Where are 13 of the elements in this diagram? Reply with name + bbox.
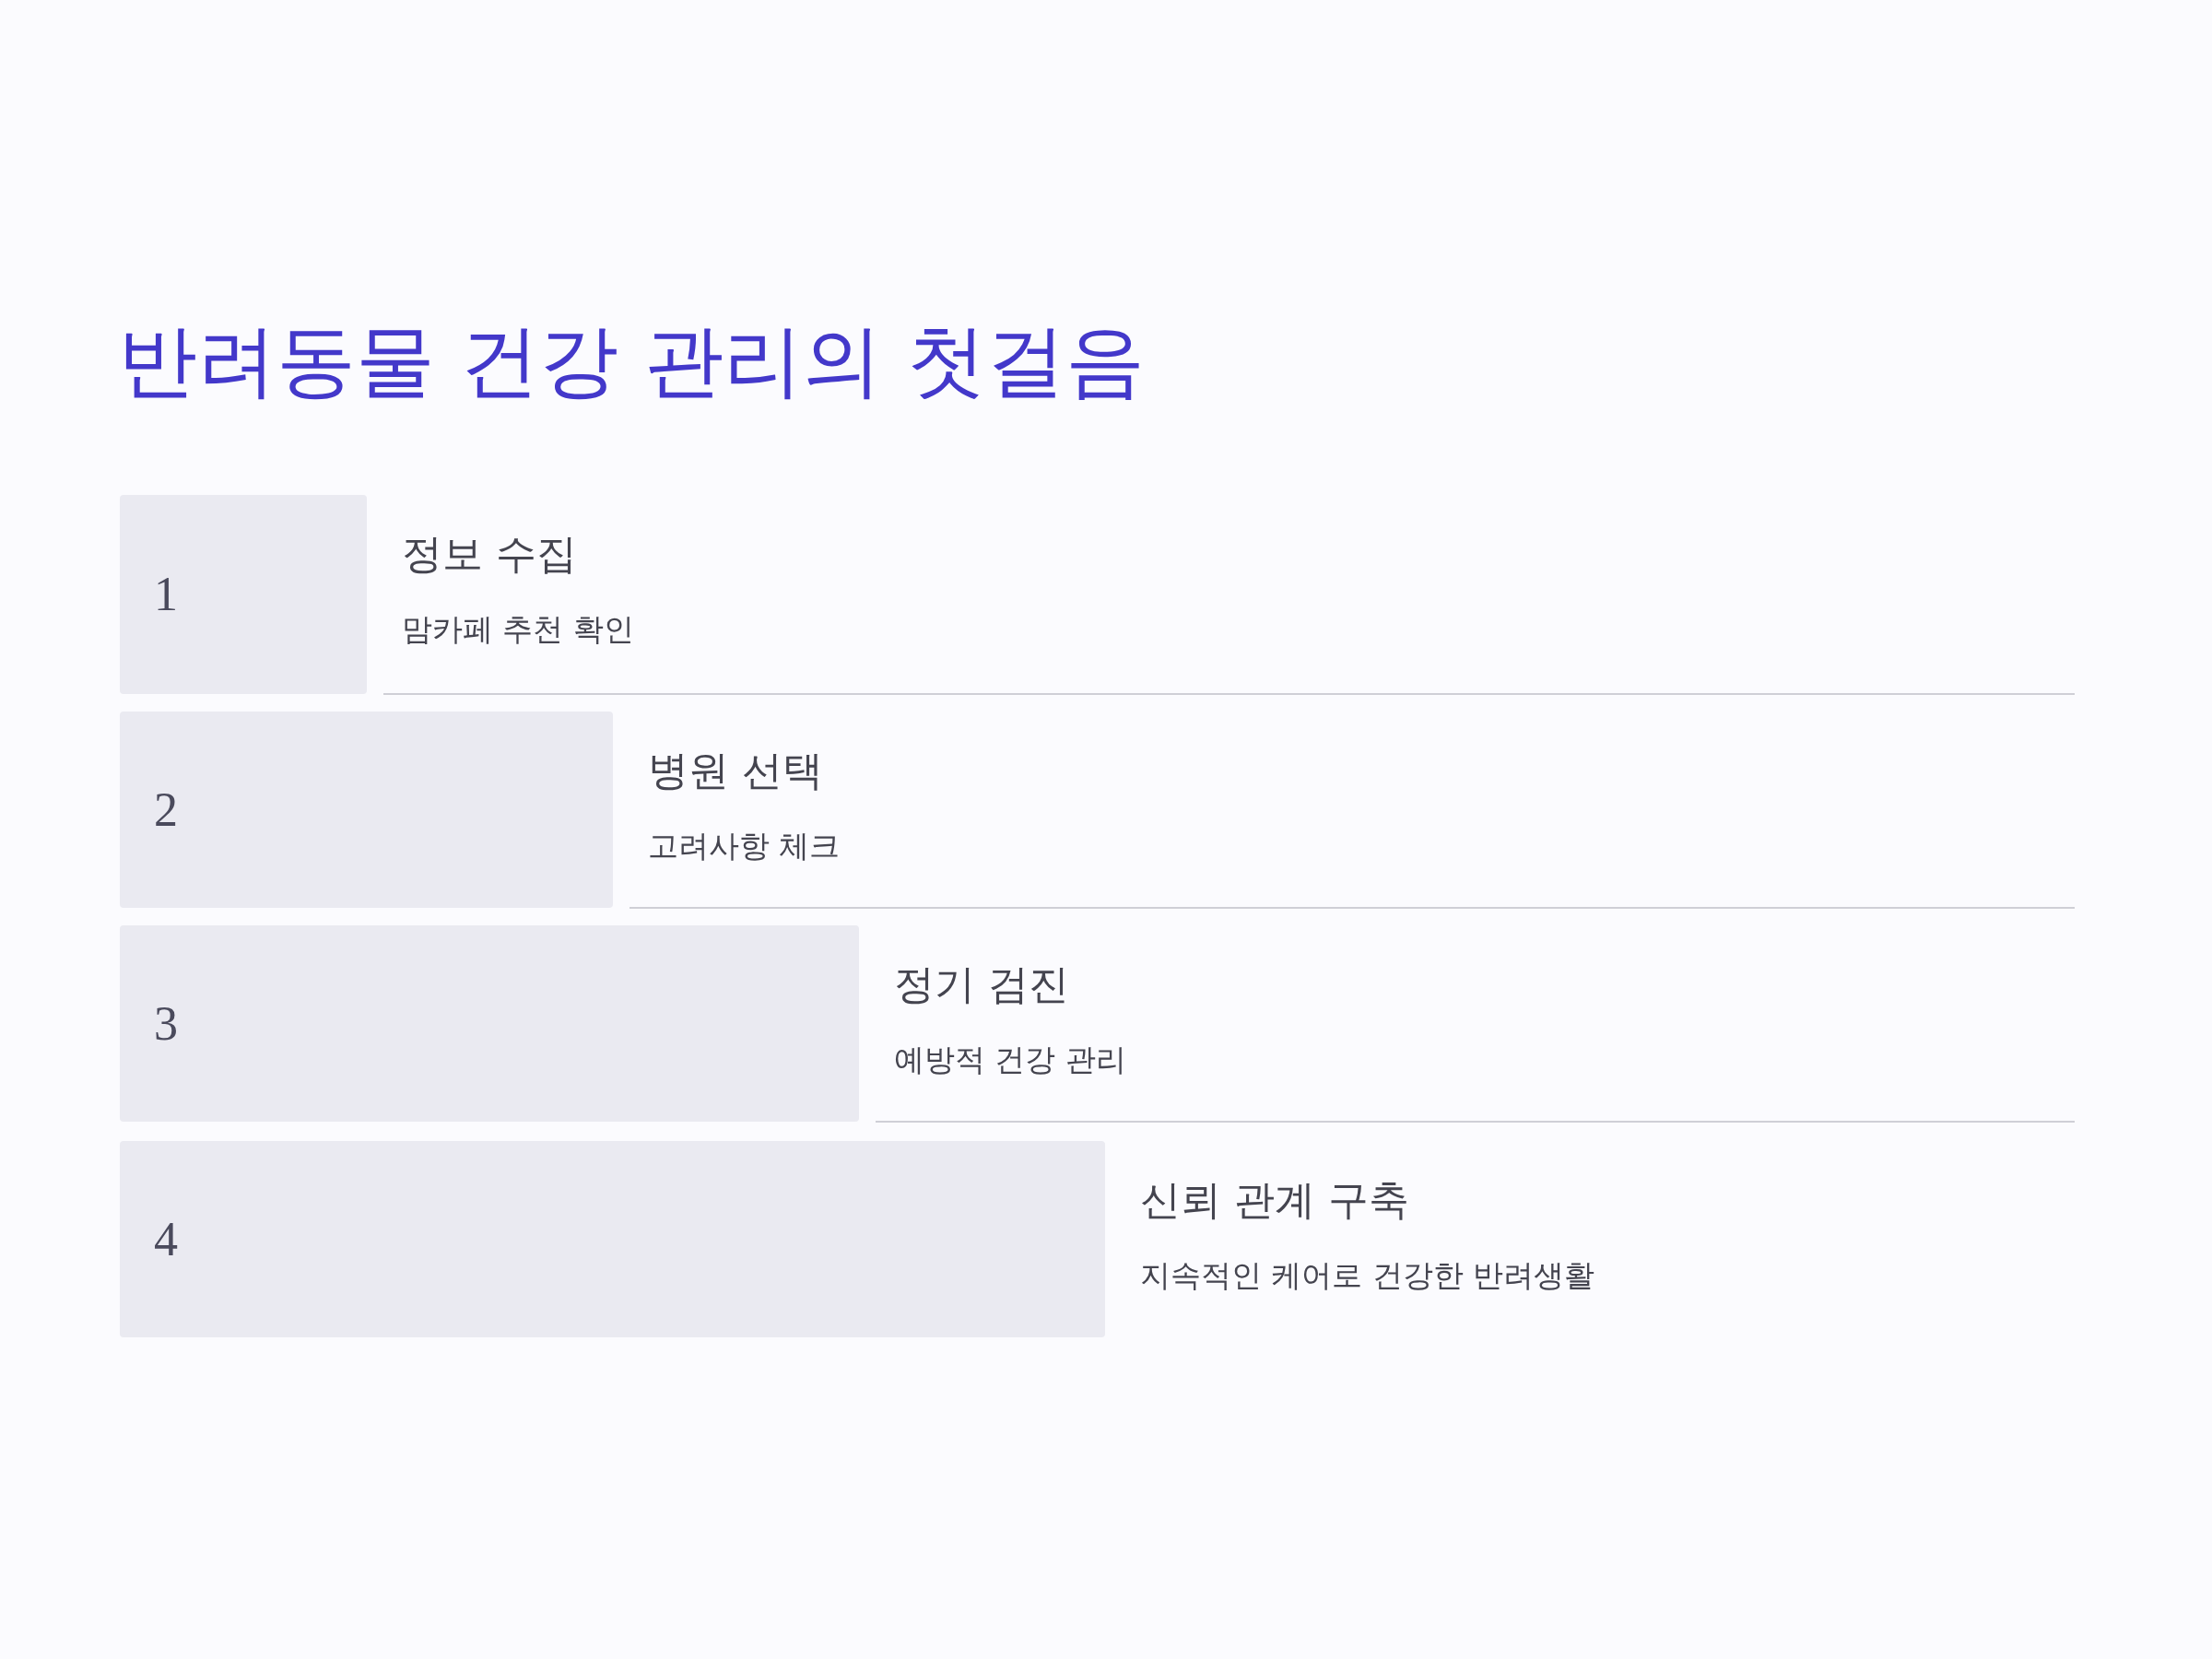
step-description: 맘카페 추천 확인 bbox=[402, 611, 634, 648]
step-heading: 정보 수집 bbox=[402, 530, 577, 579]
step-number: 4 bbox=[154, 1215, 178, 1264]
step-heading: 정기 검진 bbox=[894, 960, 1069, 1009]
step-heading: 신뢰 관계 구축 bbox=[1140, 1176, 1409, 1225]
step-number: 2 bbox=[154, 785, 178, 834]
step-description: 지속적인 케어로 건강한 반려생활 bbox=[1140, 1257, 1595, 1294]
step-description: 고려사항 체크 bbox=[648, 828, 841, 865]
step-heading: 병원 선택 bbox=[648, 747, 823, 795]
diagram-title: 반려동물 건강 관리의 첫걸음 bbox=[118, 313, 1145, 408]
step-number: 1 bbox=[154, 571, 178, 618]
step-description: 예방적 건강 관리 bbox=[894, 1041, 1126, 1078]
step-number: 3 bbox=[154, 999, 178, 1048]
